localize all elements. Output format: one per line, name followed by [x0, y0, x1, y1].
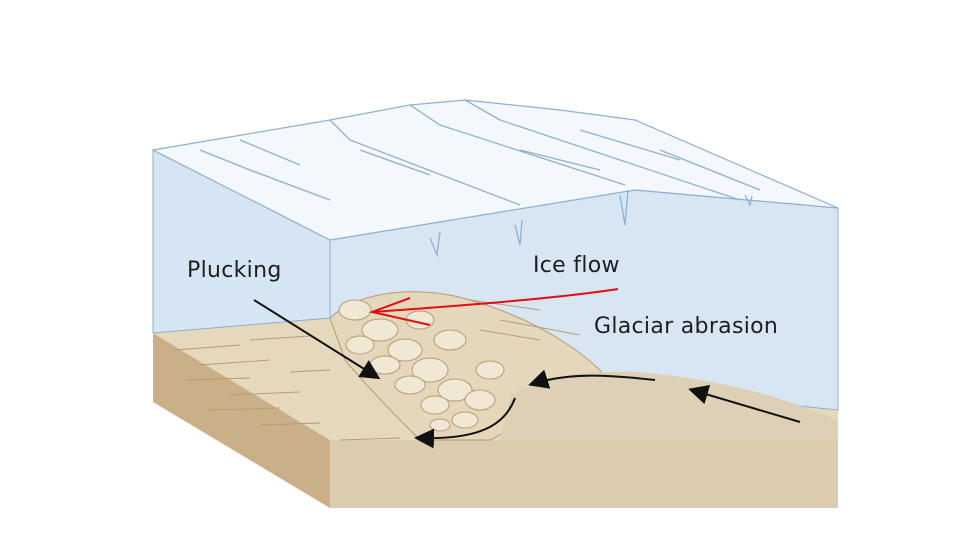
glacial-abrasion-label: Glaciar abrasion	[594, 314, 778, 339]
ice-flow-label: Ice flow	[533, 253, 620, 278]
plucking-label: Plucking	[187, 258, 282, 283]
